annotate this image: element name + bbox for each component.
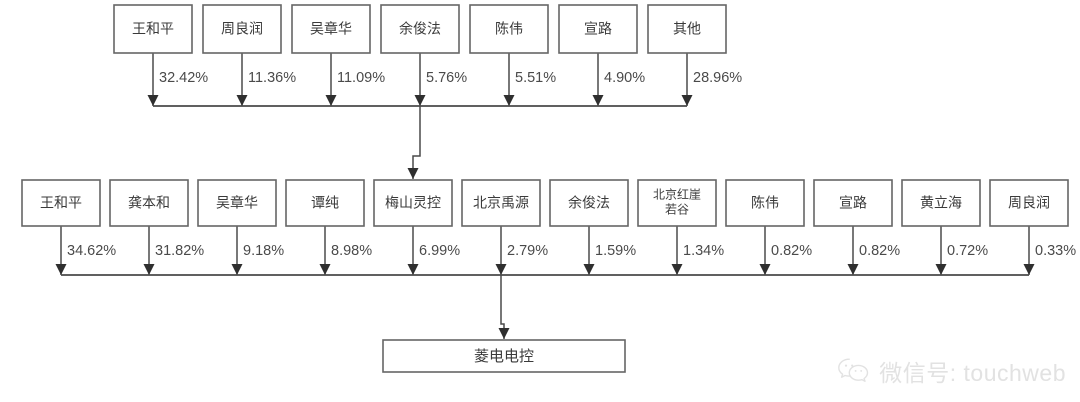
node-box[interactable]	[380, 4, 460, 54]
node-label: 宣路	[584, 21, 612, 37]
node-box[interactable]	[469, 4, 549, 54]
percentage-label: 11.09%	[337, 70, 385, 86]
tier1-to-tier2-connector	[412, 106, 421, 179]
percentage-label: 31.82%	[155, 243, 204, 259]
arrow-head-down	[231, 264, 243, 275]
node-label: 黄立海	[920, 195, 962, 211]
percentage-label: 1.59%	[595, 243, 636, 259]
node-box[interactable]	[291, 4, 371, 54]
arrow-head-down	[671, 264, 683, 275]
node-box[interactable]	[637, 179, 717, 227]
node-label: 王和平	[40, 195, 82, 211]
percentage-label: 0.72%	[947, 243, 988, 259]
node-label: 余俊法	[399, 21, 441, 37]
node-box[interactable]	[725, 179, 805, 227]
node-box[interactable]	[21, 179, 101, 227]
arrow-head-down	[325, 95, 337, 106]
percentage-label: 2.79%	[507, 243, 548, 259]
arrow-head-down	[681, 95, 693, 106]
node-label: 周良润	[221, 21, 263, 37]
node-label: 梅山灵控	[385, 195, 441, 211]
node-label: 谭纯	[311, 195, 339, 211]
node-label: 陈伟	[495, 21, 523, 37]
percentage-label: 0.82%	[771, 243, 812, 259]
arrow-head-down	[414, 95, 426, 106]
node-box[interactable]	[113, 4, 193, 54]
arrow-head-down	[1023, 264, 1035, 275]
arrow-head-down	[847, 264, 859, 275]
percentage-label: 6.99%	[419, 243, 460, 259]
node-box[interactable]	[373, 179, 453, 227]
arrow-head-down	[498, 328, 510, 339]
arrow-head-down	[495, 264, 507, 275]
node-label: 周良润	[1008, 195, 1050, 211]
arrow-head-down	[407, 168, 419, 179]
node-boxes-layer: 王和平周良润吴章华余俊法陈伟宣路其他王和平龚本和吴章华谭纯梅山灵控北京禹源余俊法…	[21, 4, 1069, 373]
arrow-head-down	[759, 264, 771, 275]
wechat-icon	[838, 358, 869, 382]
arrow-head-down	[583, 264, 595, 275]
arrow-head-down	[503, 95, 515, 106]
company-root-label: 菱电电控	[474, 348, 534, 365]
arrow-head-down	[592, 95, 604, 106]
node-box[interactable]	[285, 179, 365, 227]
percentage-label: 32.42%	[159, 70, 208, 86]
percentage-label: 9.18%	[243, 243, 284, 259]
node-box[interactable]	[549, 179, 629, 227]
percentage-label: 11.36%	[248, 70, 296, 86]
node-box[interactable]	[647, 4, 727, 54]
percentage-label: 1.34%	[683, 243, 724, 259]
node-label: 陈伟	[751, 195, 779, 211]
node-box[interactable]	[197, 179, 277, 227]
percentage-label: 0.82%	[859, 243, 900, 259]
node-box[interactable]	[109, 179, 189, 227]
node-box[interactable]	[558, 4, 638, 54]
node-box[interactable]	[813, 179, 893, 227]
percentage-label: 4.90%	[604, 70, 645, 86]
company-root-box[interactable]	[382, 339, 626, 373]
percentage-label: 28.96%	[693, 70, 742, 86]
node-label: 其他	[673, 21, 701, 37]
node-label: 王和平	[132, 21, 174, 37]
watermark-text: 微信号: touchweb	[879, 360, 1066, 386]
arrow-head-down	[236, 95, 248, 106]
node-label: 北京红崖若谷	[653, 187, 701, 217]
node-box[interactable]	[202, 4, 282, 54]
node-label: 余俊法	[568, 195, 610, 211]
node-box[interactable]	[901, 179, 981, 227]
percentage-label: 34.62%	[67, 243, 116, 259]
node-box[interactable]	[989, 179, 1069, 227]
percentage-label: 5.51%	[515, 70, 556, 86]
watermark: 微信号: touchweb	[837, 354, 1066, 388]
connector-lines-layer	[55, 53, 1035, 339]
percent-labels-layer: 32.42% 11.36% 11.09% 5.76% 5.51% 4.90% 28.96% 3…	[67, 70, 1076, 259]
arrow-head-down	[319, 264, 331, 275]
node-label: 吴章华	[310, 21, 352, 37]
percentage-label: 8.98%	[331, 243, 372, 259]
arrow-head-down	[935, 264, 947, 275]
node-box[interactable]	[461, 179, 541, 227]
node-label: 北京禹源	[473, 195, 529, 211]
percentage-label: 5.76%	[426, 70, 467, 86]
node-label: 宣路	[839, 195, 867, 211]
node-label: 龚本和	[128, 195, 170, 211]
percentage-label: 0.33%	[1035, 243, 1076, 259]
node-label: 吴章华	[216, 195, 258, 211]
arrow-head-down	[407, 264, 419, 275]
arrow-head-down	[147, 95, 159, 106]
arrow-head-down	[55, 264, 67, 275]
arrow-head-down	[143, 264, 155, 275]
